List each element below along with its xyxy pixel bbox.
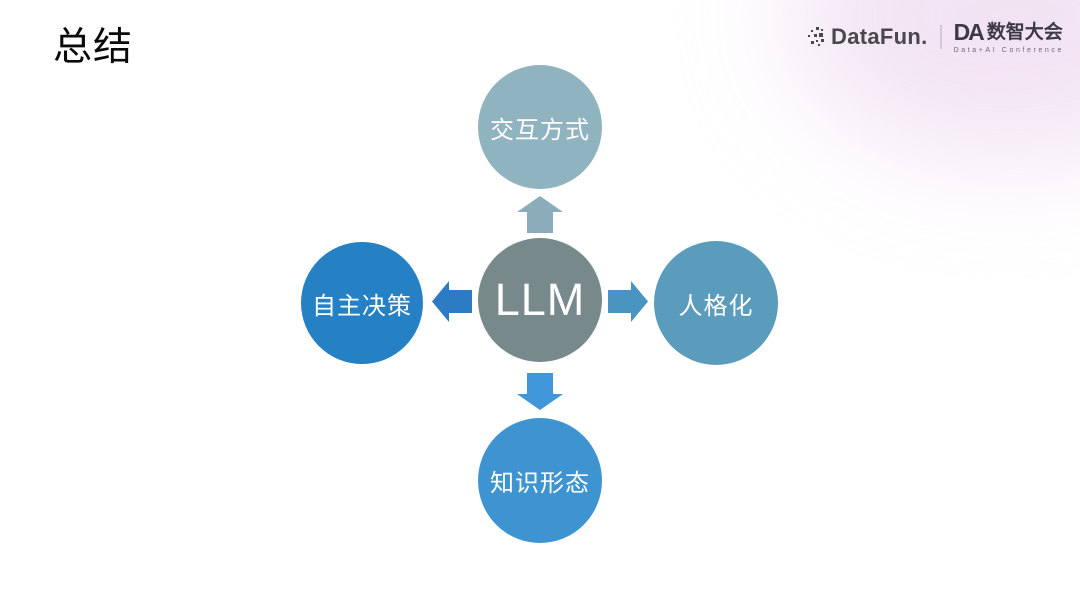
arrow-down-shape bbox=[517, 373, 563, 410]
arrow-left-icon bbox=[432, 281, 472, 322]
node-autonomous-decision-label: 自主决策 bbox=[312, 292, 412, 320]
conference-logo-subtitle: Data+AI Conference bbox=[953, 46, 1064, 54]
arrow-up-shape bbox=[517, 196, 563, 233]
conference-logo-row: DA 数智大会 bbox=[953, 18, 1063, 45]
conference-logo: DA 数智大会 Data+AI Conference bbox=[953, 18, 1064, 54]
header-logos: DataFun. DA 数智大会 Data+AI Conference bbox=[808, 18, 1064, 56]
arrow-up-icon bbox=[517, 196, 563, 233]
node-autonomous-decision: 自主决策 bbox=[301, 242, 423, 364]
node-interaction-mode-label: 交互方式 bbox=[490, 116, 590, 144]
conference-logo-abbr: DA bbox=[953, 18, 985, 45]
arrow-right-shape bbox=[608, 281, 648, 322]
arrow-right-icon bbox=[608, 281, 648, 322]
logo-divider bbox=[939, 25, 942, 49]
arrow-left-shape bbox=[432, 281, 472, 322]
node-knowledge-form: 知识形态 bbox=[478, 418, 602, 543]
datafun-logo-text: DataFun. bbox=[831, 24, 928, 49]
datafun-logo: DataFun. bbox=[808, 24, 928, 50]
page-title: 总结 bbox=[53, 26, 134, 69]
node-interaction-mode: 交互方式 bbox=[478, 65, 602, 189]
node-personification-label: 人格化 bbox=[678, 292, 754, 320]
node-llm-center: LLM bbox=[478, 238, 602, 362]
conference-logo-name: 数智大会 bbox=[986, 21, 1063, 43]
node-knowledge-form-label: 知识形态 bbox=[490, 470, 590, 497]
datafun-dots-icon bbox=[808, 27, 825, 46]
node-personification: 人格化 bbox=[654, 241, 778, 365]
node-llm-label: LLM bbox=[494, 274, 586, 325]
arrow-down-icon bbox=[517, 373, 563, 410]
